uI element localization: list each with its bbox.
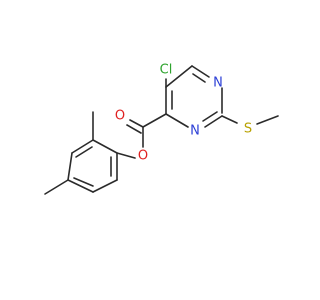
- bond-ar4-ar5: [67, 179, 94, 193]
- bond-c4-carbonyl: [142, 113, 167, 128]
- bond-ar4-methyl: [44, 179, 69, 195]
- bond-ester-o-aryl: [116, 152, 136, 159]
- sulfur-label: S: [244, 122, 252, 137]
- chlorine-label: Cl: [160, 63, 173, 78]
- bond-s-ch3: [256, 115, 279, 125]
- bond-ar5-ar6: [92, 179, 118, 193]
- bond-c2-n3-inner: [202, 111, 218, 122]
- bond-ar2-ar3: [71, 139, 94, 154]
- ester-oxygen-label: O: [138, 149, 148, 164]
- bond-carbonyl-o-double-a: [129, 119, 144, 128]
- bond-n3-c4: [165, 113, 189, 128]
- bond-lines: [44, 65, 279, 195]
- carbonyl-oxygen-label: O: [115, 109, 125, 124]
- bond-c6-n1-inner: [192, 73, 206, 83]
- bond-ar3-ar4: [67, 152, 73, 181]
- bond-c2-s: [221, 115, 238, 124]
- bond-ar4-ar5-inner: [73, 177, 94, 187]
- ring-nitrogen-bottom-label: N: [190, 124, 200, 139]
- bond-c6-n1: [191, 65, 210, 78]
- ring-nitrogen-top-label: N: [213, 76, 223, 91]
- molecule-structure-diagram: Cl N N S O O: [44, 63, 279, 195]
- bond-carbonyl-o-double-b: [126, 124, 142, 134]
- bond-c2-n3: [204, 115, 223, 128]
- bond-ar2-ar3-inner: [75, 146, 93, 158]
- bond-c5-c6: [165, 65, 193, 88]
- bond-ar1-ar2: [92, 139, 118, 154]
- atom-labels: Cl N N S O O: [115, 63, 252, 164]
